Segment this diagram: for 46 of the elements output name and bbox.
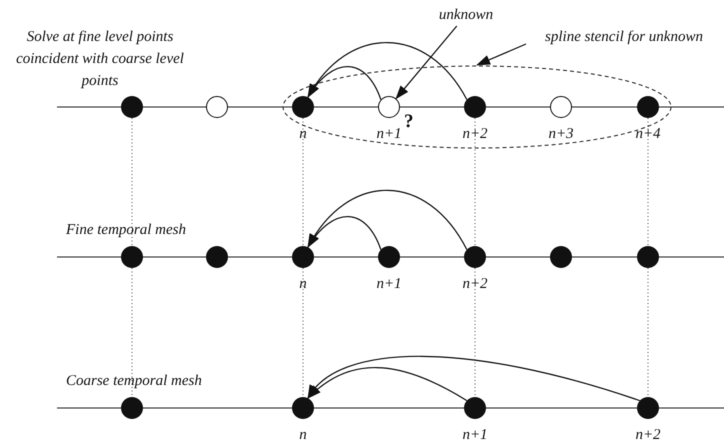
dotted-guide-line bbox=[474, 268, 476, 398]
filled-point bbox=[637, 246, 659, 268]
leader-arrow bbox=[476, 43, 526, 66]
index-label: n+2 bbox=[635, 426, 661, 443]
filled-point bbox=[121, 397, 143, 419]
row-label: Coarse temporal mesh bbox=[66, 372, 203, 391]
filled-point bbox=[121, 96, 143, 118]
dotted-guide-line bbox=[302, 268, 304, 398]
index-label: n+1 bbox=[462, 426, 488, 443]
curved-arrow bbox=[307, 42, 468, 100]
index-label: n+3 bbox=[548, 125, 574, 143]
open-point bbox=[550, 96, 572, 118]
index-label: n+2 bbox=[462, 275, 488, 293]
index-label: n+4 bbox=[635, 125, 661, 143]
index-label: n bbox=[299, 125, 307, 143]
row-label: Fine temporal mesh bbox=[66, 221, 187, 240]
filled-point bbox=[550, 246, 572, 268]
index-label: n bbox=[299, 426, 307, 443]
leader-arrow bbox=[395, 26, 458, 100]
open-point bbox=[378, 96, 400, 118]
callout-text: unknown bbox=[428, 4, 504, 26]
index-label: n+2 bbox=[462, 125, 488, 143]
filled-point bbox=[464, 96, 486, 118]
filled-point bbox=[464, 397, 486, 419]
curved-arrow bbox=[307, 367, 468, 402]
filled-point bbox=[206, 246, 228, 268]
curved-arrow bbox=[307, 190, 468, 250]
filled-point bbox=[637, 397, 659, 419]
stencil-ellipse bbox=[282, 65, 672, 149]
index-label: n+1 bbox=[376, 275, 402, 293]
filled-point bbox=[292, 96, 314, 118]
dotted-guide-line bbox=[302, 118, 304, 246]
filled-point bbox=[464, 246, 486, 268]
index-label: n bbox=[299, 275, 307, 293]
index-label: n+1 bbox=[376, 125, 402, 143]
filled-point bbox=[292, 397, 314, 419]
filled-point bbox=[121, 246, 143, 268]
annotation-text: Solve at fine level points coincident with coarse level points bbox=[15, 28, 185, 91]
callout-text: spline stencil for unknown bbox=[524, 26, 724, 48]
question-mark: ? bbox=[404, 110, 414, 134]
filled-point bbox=[637, 96, 659, 118]
dotted-guide-line bbox=[474, 118, 476, 246]
open-point bbox=[206, 96, 228, 118]
filled-point bbox=[378, 246, 400, 268]
filled-point bbox=[292, 246, 314, 268]
curved-arrow bbox=[307, 356, 640, 402]
